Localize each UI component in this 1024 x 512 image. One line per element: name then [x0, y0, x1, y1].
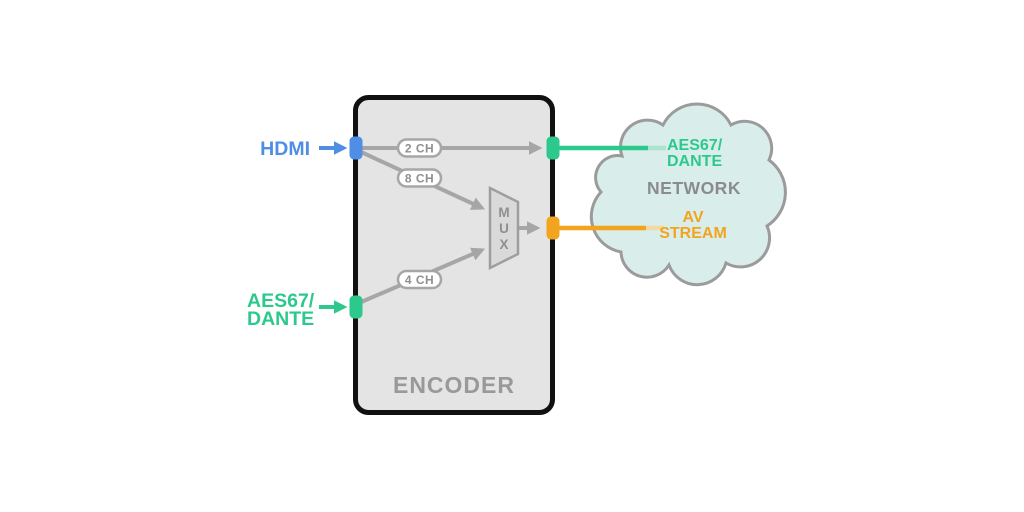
av-stream-output-port — [546, 216, 560, 240]
mux-letter: M — [498, 205, 509, 220]
mux: M U X — [488, 185, 520, 271]
mux-shape — [488, 185, 520, 271]
channel-2ch-badge: 2 CH — [396, 138, 443, 158]
encoder-box — [353, 95, 555, 415]
channel-4ch-badge: 4 CH — [396, 269, 443, 290]
cloud-av-stream-label-line2: STREAM — [659, 225, 727, 242]
aes67-input-label-line2: DANTE — [247, 308, 314, 330]
channel-8ch-pill — [396, 168, 443, 188]
aes67-input-label-line1: AES67/ — [247, 290, 315, 312]
cloud-aes67-label-line1: AES67/ — [667, 137, 723, 154]
channel-4ch-label: 4 CH — [405, 273, 434, 287]
channel-4ch-pill — [396, 269, 443, 290]
hdmi-input-port — [349, 136, 363, 160]
channel-8ch-badge: 8 CH — [396, 168, 443, 188]
channel-8ch-label: 8 CH — [405, 172, 434, 186]
hdmi-input-label: HDMI — [260, 138, 310, 160]
aes67-input-port — [349, 295, 363, 319]
channel-2ch-label: 2 CH — [405, 142, 434, 156]
aes67-output-port — [546, 136, 560, 160]
cloud-aes67-label-line2: DANTE — [667, 153, 722, 170]
network-label: NETWORK — [647, 178, 741, 198]
mux-letter: X — [499, 237, 508, 252]
mux-letter: U — [499, 221, 509, 236]
channel-2ch-pill — [396, 138, 443, 158]
encoder-label: ENCODER — [393, 372, 515, 398]
cloud-av-stream-label-line1: AV — [682, 209, 703, 226]
